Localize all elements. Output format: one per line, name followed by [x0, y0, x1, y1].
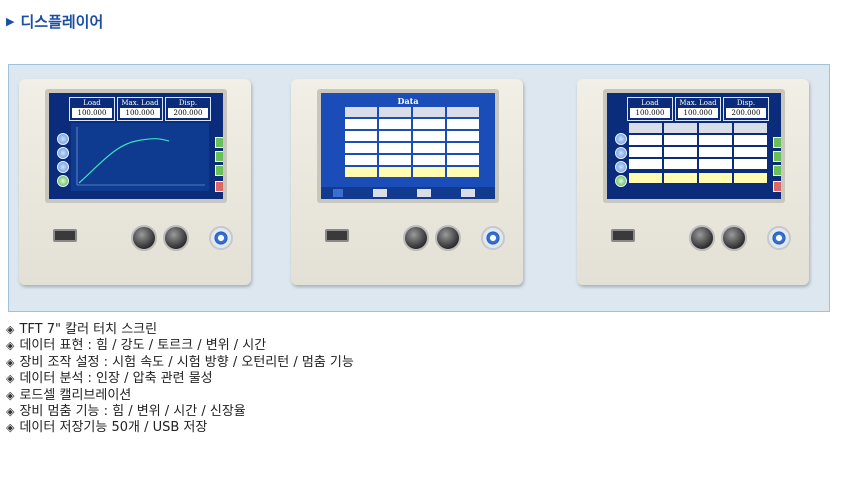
load-readout: Load 100.000 — [69, 97, 115, 121]
data-icon[interactable] — [215, 151, 223, 162]
up-arrow-icon[interactable] — [333, 189, 343, 197]
list-item: ◈데이터 저장기능 50개 / USB 저장 — [6, 420, 208, 436]
download-icon[interactable] — [373, 189, 387, 197]
power-button[interactable] — [767, 226, 791, 250]
knob-left[interactable] — [403, 225, 429, 251]
home-icon[interactable] — [773, 165, 781, 176]
power-button[interactable] — [481, 226, 505, 250]
play-icon[interactable] — [57, 175, 69, 187]
result-table — [629, 123, 769, 189]
diamond-bullet-icon: ◈ — [6, 372, 15, 386]
disp-readout: Disp. 200.000 — [165, 97, 211, 121]
knob-left[interactable] — [689, 225, 715, 251]
export-icon[interactable] — [461, 189, 475, 197]
report-icon[interactable] — [215, 181, 223, 192]
list-item: ◈로드셀 캘리브레이션 — [6, 387, 132, 403]
report-icon[interactable] — [773, 181, 781, 192]
usb-slot — [325, 229, 349, 242]
save-icon[interactable] — [773, 137, 781, 148]
max-load-readout: Max. Load 100.000 — [675, 97, 721, 121]
list-item: ◈데이터 분석 : 인장 / 압축 관련 물성 — [6, 371, 213, 387]
screen-graph[interactable]: Load 100.000 Max. Load 100.000 Disp. 200… — [49, 93, 223, 199]
screen-result-table[interactable]: Load 100.000 Max. Load 100.000 Disp. 200… — [607, 93, 781, 199]
list-item: ◈장비 조작 설정 : 시험 속도 / 시험 방향 / 오턴리턴 / 멈춤 기능 — [6, 354, 354, 370]
max-load-readout: Max. Load 100.000 — [117, 97, 163, 121]
data-icon[interactable] — [773, 151, 781, 162]
diamond-bullet-icon: ◈ — [6, 355, 15, 369]
data-table — [335, 107, 483, 177]
list-item: ◈TFT 7" 칼러 터치 스크린 — [6, 322, 158, 337]
knob-left[interactable] — [131, 225, 157, 251]
diamond-bullet-icon: ◈ — [6, 405, 15, 419]
zoom-icon[interactable] — [57, 161, 69, 173]
diamond-bullet-icon: ◈ — [6, 339, 15, 353]
knob-right[interactable] — [435, 225, 461, 251]
home-icon[interactable] — [215, 165, 223, 176]
device-data-view: Data — [291, 79, 523, 285]
knob-right[interactable] — [163, 225, 189, 251]
device-table-view: Load 100.000 Max. Load 100.000 Disp. 200… — [577, 79, 809, 285]
triangle-bullet-icon: ▶ — [6, 14, 15, 28]
data-screen-title: Data — [397, 96, 419, 106]
load-curve-graph — [76, 127, 205, 186]
section-title: 디스플레이어 — [20, 12, 104, 31]
disp-readout: Disp. 200.000 — [723, 97, 769, 121]
settings-icon[interactable] — [57, 147, 69, 159]
knob-right[interactable] — [721, 225, 747, 251]
usb-slot — [53, 229, 77, 242]
usb-slot — [611, 229, 635, 242]
menu-icon[interactable] — [57, 133, 69, 145]
play-icon[interactable] — [615, 175, 627, 187]
section-heading: ▶ 디스플레이어 — [6, 10, 103, 32]
diamond-bullet-icon: ◈ — [6, 388, 15, 402]
diamond-bullet-icon: ◈ — [6, 323, 15, 336]
graph-plot-area — [71, 123, 209, 191]
load-readout: Load 100.000 — [627, 97, 673, 121]
save-icon[interactable] — [215, 137, 223, 148]
data-toolbar — [321, 187, 495, 199]
zoom-icon[interactable] — [615, 161, 627, 173]
screen-data-table[interactable]: Data — [321, 93, 495, 199]
list-item: ◈데이터 표현 : 힘 / 강도 / 토르크 / 변위 / 시간 — [6, 338, 267, 354]
menu-icon[interactable] — [615, 133, 627, 145]
power-button[interactable] — [209, 226, 233, 250]
settings-icon[interactable] — [615, 147, 627, 159]
print-icon[interactable] — [417, 189, 431, 197]
feature-list: ◈TFT 7" 칼러 터치 스크린 ◈데이터 표현 : 힘 / 강도 / 토르크… — [6, 322, 354, 437]
diamond-bullet-icon: ◈ — [6, 421, 15, 435]
device-gallery: Load 100.000 Max. Load 100.000 Disp. 200… — [8, 64, 830, 312]
list-item: ◈장비 멈춤 기능 : 힘 / 변위 / 시간 / 신장율 — [6, 404, 246, 420]
device-graph-view: Load 100.000 Max. Load 100.000 Disp. 200… — [19, 79, 251, 285]
